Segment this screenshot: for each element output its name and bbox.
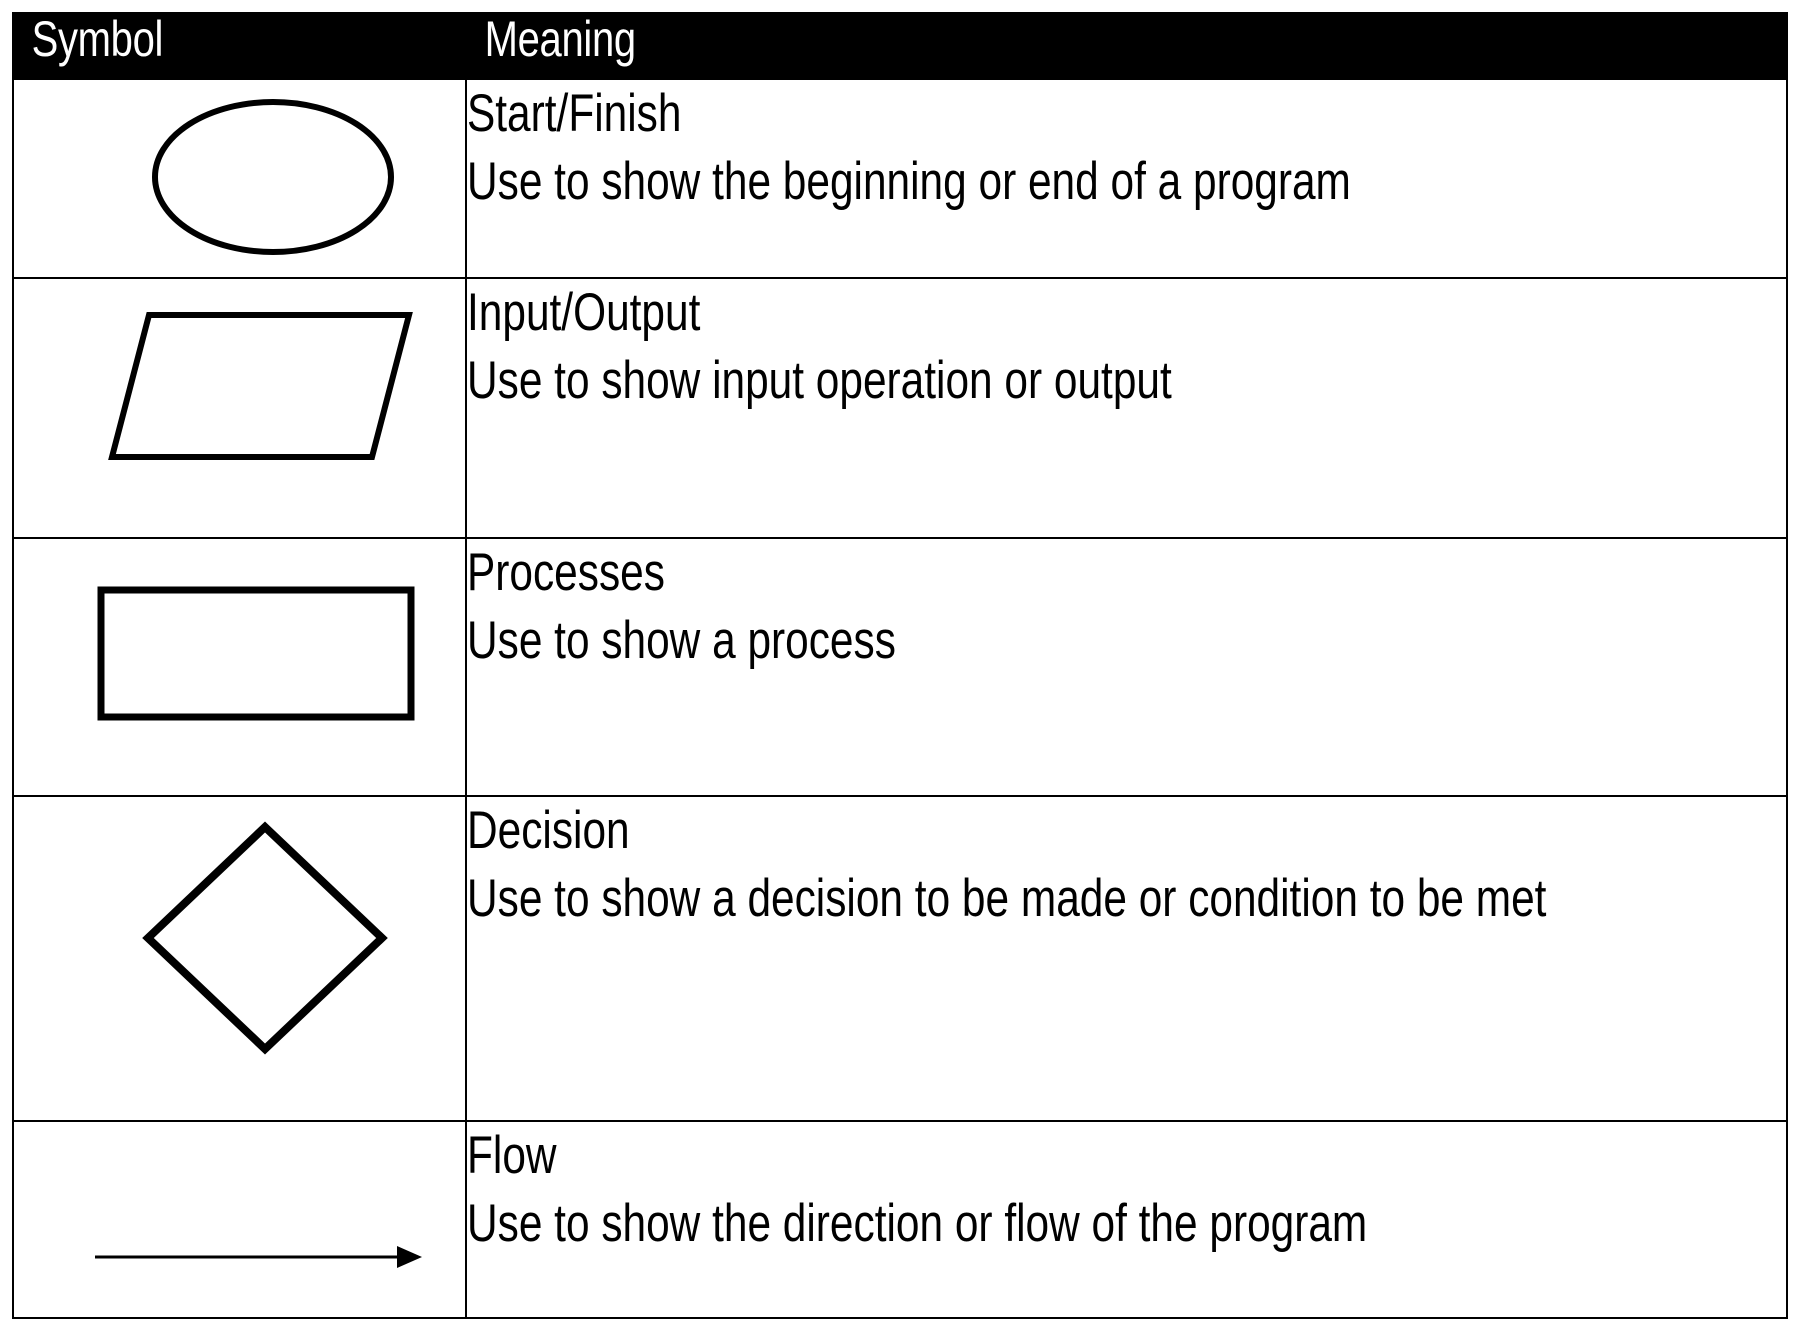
diamond-shape (142, 821, 388, 1055)
rectangle-shape (97, 586, 415, 721)
table-row: Flow Use to show the direction or flow o… (12, 1120, 1788, 1319)
table-row: Decision Use to show a decision to be ma… (12, 795, 1788, 1122)
symbol-cell-arrow (12, 1120, 467, 1319)
parallelogram-shape (108, 312, 413, 460)
meaning-cell-processes: Processes Use to show a process (465, 537, 1788, 797)
table-row: Processes Use to show a process (12, 537, 1788, 797)
table-body: Start/Finish Use to show the beginning o… (12, 78, 1788, 1319)
symbol-cell-rectangle (12, 537, 467, 797)
meaning-title: Input/Output (467, 283, 701, 342)
table-header: Symbol Meaning (12, 11, 1788, 80)
flowchart-symbol-legend-table: Symbol Meaning Start/Finish Use t (12, 12, 1788, 1319)
table-row: Start/Finish Use to show the beginning o… (12, 78, 1788, 279)
symbol-cell-diamond (12, 795, 467, 1122)
column-header-symbol: Symbol (12, 11, 467, 80)
arrow-shape (95, 1246, 422, 1268)
table-row: Input/Output Use to show input operation… (12, 277, 1788, 539)
meaning-cell-start-finish: Start/Finish Use to show the beginning o… (465, 78, 1788, 279)
meaning-description: Use to show the beginning or end of a pr… (467, 152, 1351, 211)
meaning-title: Processes (467, 543, 665, 602)
symbol-cell-parallelogram (12, 277, 467, 539)
column-header-meaning-label: Meaning (484, 11, 637, 67)
meaning-cell-flow: Flow Use to show the direction or flow o… (465, 1120, 1788, 1319)
meaning-description: Use to show the direction or flow of the… (467, 1194, 1368, 1253)
symbol-cell-oval (12, 78, 467, 279)
meaning-title: Decision (467, 801, 630, 860)
meaning-title: Flow (467, 1126, 557, 1185)
oval-shape (152, 99, 394, 255)
header-row: Symbol Meaning (12, 11, 1788, 80)
meaning-cell-decision: Decision Use to show a decision to be ma… (465, 795, 1788, 1122)
column-header-symbol-label: Symbol (31, 11, 164, 67)
meaning-description: Use to show a process (467, 611, 896, 670)
meaning-description: Use to show a decision to be made or con… (467, 869, 1547, 928)
meaning-description: Use to show input operation or output (467, 351, 1172, 410)
column-header-meaning: Meaning (465, 11, 1788, 80)
meaning-title: Start/Finish (467, 84, 682, 143)
meaning-cell-input-output: Input/Output Use to show input operation… (465, 277, 1788, 539)
